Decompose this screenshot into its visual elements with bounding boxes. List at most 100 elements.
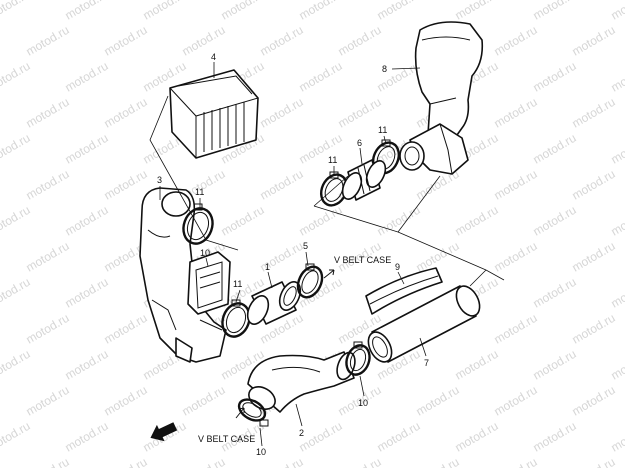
watermark-text: motod.ru xyxy=(531,59,579,95)
watermark-text: motod.ru xyxy=(531,0,579,23)
watermark-text: motod.ru xyxy=(492,95,540,131)
watermark-text: motod.ru xyxy=(336,95,384,131)
watermark-text: motod.ru xyxy=(414,455,462,468)
callout-10-middle[interactable]: 10 xyxy=(358,398,368,408)
callout-labels: 4 3 8 11 11 11 6 5 1 10 11 9 7 10 2 10 xyxy=(157,52,429,457)
watermark-text: motod.ru xyxy=(141,0,189,23)
watermark-text: motod.ru xyxy=(63,275,111,311)
watermark-text: motod.ru xyxy=(453,347,501,383)
watermark-text: motod.ru xyxy=(180,23,228,59)
watermark-text: motod.ru xyxy=(609,0,625,23)
watermark-text: motod.ru xyxy=(609,131,625,167)
callout-11-lower-left[interactable]: 11 xyxy=(233,279,242,289)
part-5-clamp[interactable] xyxy=(293,263,326,301)
callout-4[interactable]: 4 xyxy=(211,52,216,62)
watermark-text: motod.ru xyxy=(531,203,579,239)
clamp-11-lower-left[interactable] xyxy=(218,299,254,341)
part-9-filter-sheet[interactable] xyxy=(365,267,443,315)
watermark-text: motod.ru xyxy=(0,203,33,239)
part-4-filter-element[interactable] xyxy=(169,69,259,159)
watermark-text: motod.ru xyxy=(492,167,540,203)
callout-7[interactable]: 7 xyxy=(424,358,429,368)
watermark-text: motod.ru xyxy=(63,347,111,383)
callout-11-right-a[interactable]: 11 xyxy=(328,155,337,165)
watermark-text: motod.ru xyxy=(492,311,540,347)
belt-case-label-lower: V BELT CASE xyxy=(198,434,255,444)
watermark-text: motod.ru xyxy=(63,0,111,23)
watermark-text: motod.ru xyxy=(24,311,72,347)
callout-2[interactable]: 2 xyxy=(299,428,304,438)
callout-10-lower[interactable]: 10 xyxy=(256,447,266,457)
watermark-text: motod.ru xyxy=(375,203,423,239)
watermark-text: motod.ru xyxy=(297,0,345,23)
watermark-text: motod.ru xyxy=(24,383,72,419)
watermark-text: motod.ru xyxy=(0,275,33,311)
belt-case-notes: V BELT CASE V BELT CASE xyxy=(198,255,391,444)
belt-case-arrow-upper xyxy=(323,269,335,279)
part-2-lower-duct[interactable] xyxy=(245,350,358,414)
callout-9[interactable]: 9 xyxy=(395,262,400,272)
watermark-text: motod.ru xyxy=(375,419,423,455)
part-6-boot[interactable] xyxy=(339,158,389,202)
watermark-text: motod.ru xyxy=(336,455,384,468)
belt-case-arrow-lower xyxy=(235,407,245,419)
watermark-text: motod.ru xyxy=(24,95,72,131)
watermark-text: motod.ru xyxy=(102,455,150,468)
part-3-intake-housing[interactable] xyxy=(139,187,227,363)
watermark-text: motod.ru xyxy=(0,419,33,455)
watermark-text: motod.ru xyxy=(24,455,72,468)
watermark-text: motod.ru xyxy=(609,203,625,239)
watermark-text: motod.ru xyxy=(492,455,540,468)
callout-8[interactable]: 8 xyxy=(382,64,387,74)
watermark-text: motod.ru xyxy=(492,383,540,419)
watermark-text: motod.ru xyxy=(609,419,625,455)
assembly-guide-lines xyxy=(149,95,505,287)
watermark-text: motod.ru xyxy=(375,0,423,23)
watermark-text: motod.ru xyxy=(609,347,625,383)
watermark-text: motod.ru xyxy=(531,131,579,167)
part-7-tube[interactable] xyxy=(364,282,485,366)
watermark-text: motod.ru xyxy=(180,455,228,468)
watermark-text: motod.ru xyxy=(453,419,501,455)
watermark-text: motod.ru xyxy=(531,347,579,383)
callout-5[interactable]: 5 xyxy=(303,241,308,251)
watermark-text: motod.ru xyxy=(453,203,501,239)
callout-11-upper-left[interactable]: 11 xyxy=(195,187,204,197)
clamp-10-lower[interactable] xyxy=(235,395,269,427)
watermark-text: motod.ru xyxy=(141,419,189,455)
watermark-text: motod.ru xyxy=(24,239,72,275)
watermark-text: motod.ru xyxy=(63,419,111,455)
callout-1[interactable]: 1 xyxy=(265,262,270,272)
watermark-text: motod.ru xyxy=(570,311,618,347)
clamp-10-middle[interactable] xyxy=(343,341,374,378)
watermark-text: motod.ru xyxy=(414,383,462,419)
callout-6[interactable]: 6 xyxy=(357,138,362,148)
front-arrow-icon xyxy=(150,422,178,442)
part-10-gasket-plate[interactable] xyxy=(187,251,231,315)
clamp-11-upper-left[interactable] xyxy=(179,203,218,248)
callout-11-right-b[interactable]: 11 xyxy=(378,125,387,135)
part-8-intake-duct[interactable] xyxy=(399,21,484,175)
watermark-text: motod.ru xyxy=(102,95,150,131)
watermark-text: motod.ru xyxy=(570,239,618,275)
watermark-text: motod.ru xyxy=(63,203,111,239)
callout-3[interactable]: 3 xyxy=(157,175,162,185)
watermark-text: motod.ru xyxy=(0,347,33,383)
watermark-text: motod.ru xyxy=(570,23,618,59)
callout-leaders xyxy=(159,62,427,447)
watermark-text: motod.ru xyxy=(453,0,501,23)
watermark-text: motod.ru xyxy=(492,23,540,59)
watermark-text: motod.ru xyxy=(258,23,306,59)
watermark-text: motod.ru xyxy=(102,23,150,59)
watermark-text: motod.ru xyxy=(219,0,267,23)
watermark-text: motod.ru xyxy=(180,383,228,419)
watermark-text: motod.ru xyxy=(0,0,33,23)
watermark-text: motod.ru xyxy=(219,203,267,239)
callout-10-left[interactable]: 10 xyxy=(200,248,210,258)
watermark-text: motod.ru xyxy=(0,59,33,95)
watermark-text: motod.ru xyxy=(63,59,111,95)
watermark-text: motod.ru xyxy=(570,95,618,131)
watermark-text: motod.ru xyxy=(24,167,72,203)
watermark-text: motod.ru xyxy=(297,59,345,95)
